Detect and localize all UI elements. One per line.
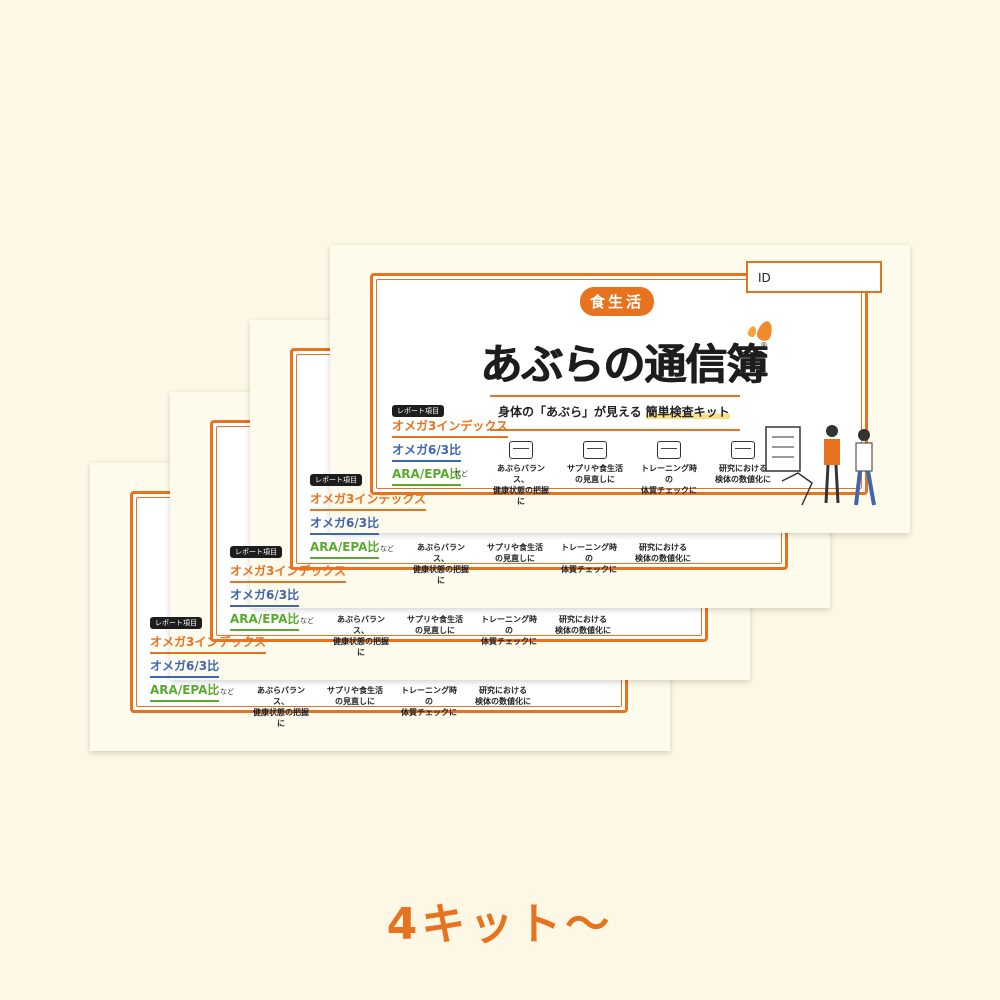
use-item: サプリや食生活の見直しに <box>487 543 543 563</box>
metrics-suffix: など <box>300 617 314 625</box>
use-item: 研究における検体の数値化に <box>475 686 531 706</box>
metric-ara-epa: ARA/EPA比 <box>392 465 462 486</box>
id-field: ID <box>746 261 882 293</box>
metric-omega-6-3: オメガ6/3比 <box>150 657 220 678</box>
metric-ara-epa: ARA/EPA比 <box>150 681 220 702</box>
metric-omega-6-3: オメガ6/3比 <box>230 586 300 607</box>
use-item: あぶらバランス、健康状態の把握に <box>490 441 552 507</box>
metric-ara-epa: ARA/EPA比 <box>310 538 380 559</box>
metric-omega3-index: オメガ3インデックス <box>150 633 266 654</box>
use-list: あぶらバランス、健康状態の把握に サプリや食生活の見直しに トレーニング時の体質… <box>490 441 774 507</box>
use-item: 研究における検体の数値化に <box>712 441 774 507</box>
subtitle-rule-top <box>490 395 740 397</box>
metric-omega3-index: オメガ3インデックス <box>392 417 508 438</box>
product-subtitle: 身体の「あぶら」が見える簡単検査キット <box>498 403 730 420</box>
metric-omega3-index: オメガ3インデックス <box>310 490 426 511</box>
registered-mark: ® <box>760 341 768 350</box>
use-list: あぶらバランス、健康状態の把握に サプリや食生活の見直しに トレーニング時の体質… <box>330 614 614 658</box>
use-item: 研究における検体の数値化に <box>555 615 611 635</box>
research-icon <box>731 441 755 459</box>
report-tag: レポート項目 <box>392 405 444 417</box>
use-item: トレーニング時の体質チェックに <box>638 441 700 507</box>
subtitle-rule-bottom <box>490 429 740 431</box>
use-list: あぶらバランス、健康状態の把握に サプリや食生活の見直しに トレーニング時の体質… <box>250 685 534 729</box>
use-item: サプリや食生活の見直しに <box>564 441 626 507</box>
metrics-suffix: など <box>220 688 234 696</box>
use-item: トレーニング時の体質チェックに <box>401 686 457 717</box>
food-icon <box>583 441 607 459</box>
subtitle-highlight: 簡単検査キット <box>645 405 730 419</box>
metric-ara-epa: ARA/EPA比 <box>230 610 300 631</box>
report-tag: レポート項目 <box>230 546 282 558</box>
report-tag: レポート項目 <box>310 474 362 486</box>
metric-omega3-index: オメガ3インデックス <box>230 562 346 583</box>
metric-omega-6-3: オメガ6/3比 <box>392 441 462 462</box>
use-item: サプリや食生活の見直しに <box>407 615 463 635</box>
training-icon <box>657 441 681 459</box>
metrics-suffix: など <box>380 545 394 553</box>
use-item: あぶらバランス、健康状態の把握に <box>333 615 389 657</box>
use-item: あぶらバランス、健康状態の把握に <box>253 686 309 728</box>
use-item: トレーニング時の体質チェックに <box>561 543 617 574</box>
metric-omega-6-3: オメガ6/3比 <box>310 514 380 535</box>
use-item: サプリや食生活の見直しに <box>327 686 383 706</box>
use-item: あぶらバランス、健康状態の把握に <box>413 543 469 585</box>
kit-card-front: ID 食生活 あぶらの通信簿 ® 身体の「あぶら」が見える簡単検査キット レポー… <box>330 245 910 533</box>
product-title: あぶらの通信簿 <box>480 340 768 389</box>
use-item: トレーニング時の体質チェックに <box>481 615 537 646</box>
report-tag: レポート項目 <box>150 617 202 629</box>
people-illustration <box>765 425 876 506</box>
category-badge: 食生活 <box>580 287 655 316</box>
subtitle-text: 身体の「あぶら」が見える <box>498 405 642 419</box>
metrics-suffix: など <box>454 470 468 478</box>
kit-count-caption: 4キット〜 <box>386 899 614 950</box>
use-item: 研究における検体の数値化に <box>635 543 691 563</box>
chart-icon <box>509 441 533 459</box>
use-list: あぶらバランス、健康状態の把握に サプリや食生活の見直しに トレーニング時の体質… <box>410 542 694 586</box>
